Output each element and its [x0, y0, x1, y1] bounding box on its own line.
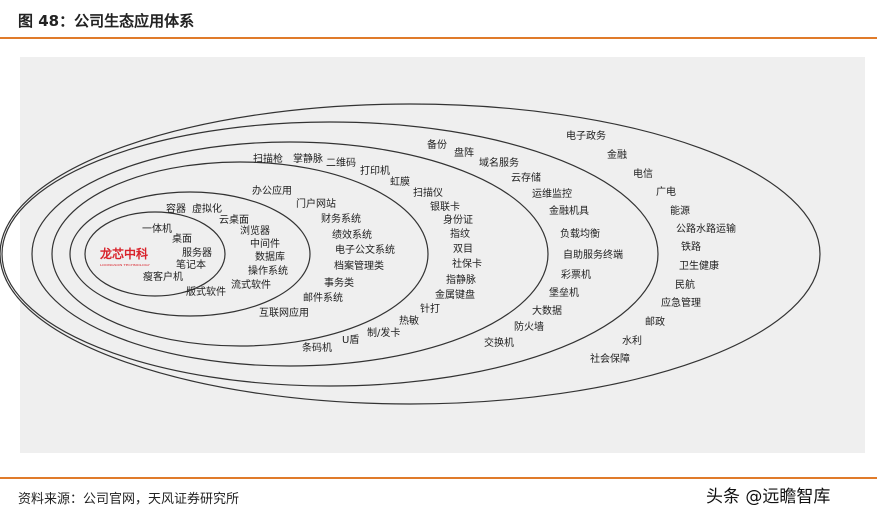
- ring-item: 云桌面: [219, 213, 249, 226]
- ring-item: 堡垒机: [549, 286, 579, 299]
- ring-1-border: [84, 211, 226, 297]
- ring-5-border: [1, 121, 659, 387]
- ring-item: 社保卡: [452, 257, 482, 270]
- ring-item: 掌静脉: [293, 152, 323, 165]
- ring-item: 备份: [427, 138, 447, 151]
- ring-item: 扫描枪: [253, 152, 283, 165]
- ring-item: 绩效系统: [332, 228, 372, 241]
- ring-4-border: [31, 141, 549, 367]
- ring-item: 金融机具: [549, 204, 589, 217]
- ring-item: 域名服务: [479, 156, 519, 169]
- source-note: 资料来源：公司官网，天风证券研究所: [18, 492, 240, 507]
- figure-title: 图 48：公司生态应用体系: [18, 12, 195, 30]
- ring-item: 制/发卡: [367, 326, 400, 339]
- ring-item: 互联网应用: [259, 306, 309, 319]
- diagram-panel: [20, 57, 865, 453]
- ring-item: 中间件: [250, 237, 280, 250]
- ring-item: 针打: [420, 302, 440, 315]
- ring-item: 电子公文系统: [335, 243, 395, 256]
- ring-item: 一体机: [142, 222, 172, 235]
- ring-item: 桌面: [172, 232, 192, 245]
- ring-item: 虹膜: [390, 176, 410, 188]
- ring-item: 双目: [453, 243, 473, 255]
- ring-item: 打印机: [360, 164, 390, 177]
- ring-item: 档案管理类: [334, 259, 384, 272]
- ring-item: 交换机: [484, 336, 514, 349]
- ring-item: 办公应用: [252, 184, 292, 197]
- ring-item: 能源: [670, 204, 690, 217]
- ring-item: 财务系统: [321, 212, 361, 225]
- ring-6-border: [0, 103, 821, 405]
- ring-item: U盾: [342, 334, 359, 346]
- ring-item: 热敏: [399, 314, 419, 327]
- bottom-rule: [0, 477, 877, 479]
- ring-item: 门户网站: [296, 197, 336, 210]
- ring-item: 银联卡: [430, 200, 460, 213]
- logo-subtext: LOONGSON TECHNOLOGY: [100, 263, 150, 267]
- ring-item: 应急管理: [661, 296, 701, 309]
- ring-item: 公路水路运输: [676, 222, 736, 235]
- ring-item: 防火墙: [514, 320, 544, 333]
- ring-item: 邮件系统: [303, 291, 343, 304]
- ring-item: 铁路: [681, 240, 701, 253]
- ring-2-items: 容器 虚拟化 云桌面 浏览器 中间件 数据库 操作系统 流式软件 版式软件: [166, 202, 288, 298]
- ring-item: 浏览器: [240, 224, 270, 237]
- ring-5-items: 备份 盘阵 域名服务 云存储 运维监控 金融机具 负载均衡 自助服务终端 彩票机…: [427, 138, 623, 349]
- ring-6-items: 电子政务 金融 电信 广电 能源 公路水路运输 铁路 卫生健康 民航 应急管理 …: [566, 129, 736, 365]
- ring-item: 二维码: [326, 156, 356, 169]
- ring-item: 广电: [656, 185, 676, 198]
- ring-item: 运维监控: [532, 187, 572, 200]
- ring-item: 电信: [633, 167, 653, 180]
- ring-item: 扫描仪: [413, 186, 443, 199]
- ring-item: 服务器: [182, 246, 212, 259]
- ring-item: 金属键盘: [435, 288, 475, 301]
- ring-item: 指纹: [450, 227, 470, 240]
- ring-item: 条码机: [302, 341, 332, 354]
- ring-item: 数据库: [255, 250, 285, 263]
- ring-item: 邮政: [645, 315, 665, 328]
- ring-1-items: 一体机 桌面 服务器 笔记本 瘦客户机: [142, 222, 212, 283]
- ring-item: 民航: [675, 278, 695, 291]
- ring-item: 卫生健康: [679, 259, 719, 272]
- loongson-logo: 龙芯中科: [100, 246, 148, 261]
- ring-item: 版式软件: [186, 285, 226, 298]
- ring-item: 笔记本: [176, 258, 206, 271]
- ring-3-border: [51, 161, 429, 347]
- ring-item: 虚拟化: [192, 202, 222, 215]
- ring-item: 社会保障: [590, 352, 630, 365]
- ring-item: 容器: [166, 202, 186, 215]
- ring-item: 自助服务终端: [563, 248, 623, 261]
- top-rule: [0, 37, 877, 39]
- ring-item: 电子政务: [566, 129, 606, 142]
- ring-item: 负载均衡: [560, 227, 600, 240]
- ring-item: 指静脉: [446, 273, 476, 286]
- ring-item: 云存储: [511, 171, 541, 184]
- ring-3-items: 办公应用 门户网站 财务系统 绩效系统 电子公文系统 档案管理类 事务类 邮件系…: [252, 184, 395, 319]
- ring-item: 盘阵: [454, 146, 474, 159]
- ring-item: 大数据: [532, 304, 562, 317]
- ring-item: 彩票机: [561, 268, 591, 281]
- ring-4-items: 扫描枪 掌静脉 二维码 打印机 虹膜 扫描仪 银联卡 身份证 指纹 双目 社保卡…: [253, 152, 482, 354]
- ring-item: 水利: [622, 335, 642, 347]
- ring-item: 金融: [607, 148, 627, 161]
- ring-item: 瘦客户机: [143, 270, 183, 283]
- ring-item: 身份证: [443, 213, 473, 226]
- ring-item: 流式软件: [231, 278, 271, 291]
- ring-item: 事务类: [324, 276, 354, 289]
- ring-2-border: [69, 191, 311, 317]
- watermark: 头条 @远瞻智库: [706, 487, 831, 507]
- ring-item: 操作系统: [248, 264, 288, 277]
- ring-borders: [0, 103, 821, 405]
